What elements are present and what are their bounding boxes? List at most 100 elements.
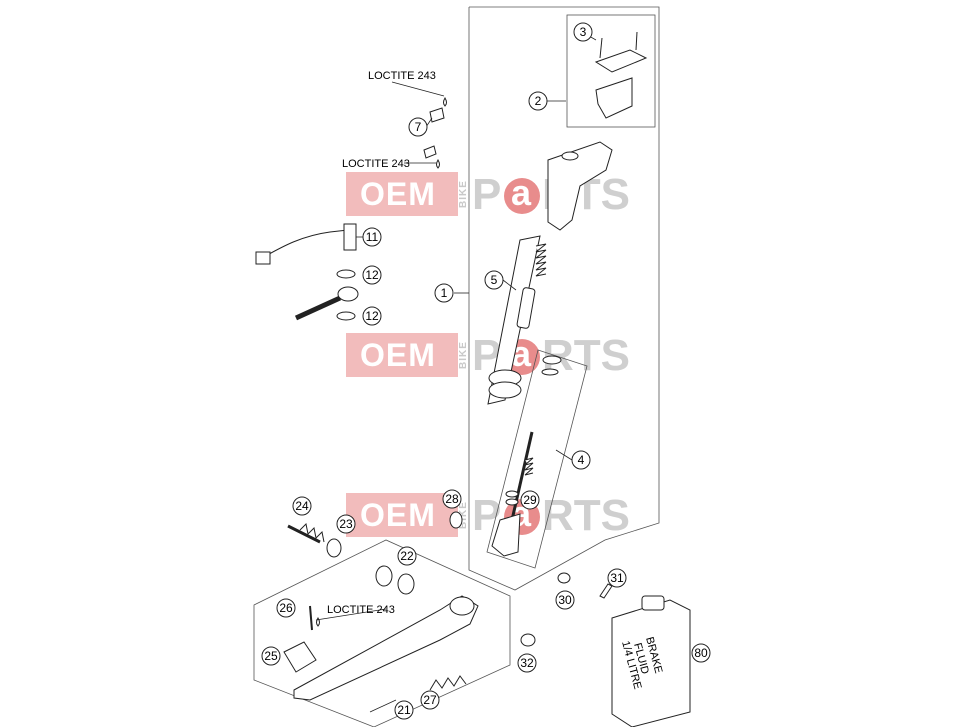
watermark-oem-text: OEM — [360, 176, 436, 212]
callout-markers — [261, 22, 711, 720]
return-spring — [535, 243, 547, 277]
callout-circle — [434, 283, 454, 303]
bottle-cap — [641, 595, 665, 611]
callout-circle — [517, 653, 537, 673]
callout-number: 2 — [535, 94, 542, 108]
seal-cup — [488, 381, 522, 399]
callout-circle — [362, 265, 382, 285]
lock-nut — [505, 490, 519, 498]
watermark-a-circle: a — [504, 172, 540, 214]
leader-line — [502, 279, 517, 291]
watermark-p-text: P — [472, 170, 502, 219]
sealing-washer — [336, 269, 356, 279]
cap-screw — [635, 31, 638, 51]
reservoir-cap-parts — [594, 31, 648, 119]
callout-number: 24 — [295, 499, 309, 513]
callout-circle — [484, 270, 504, 290]
watermark-oem-box: OEM — [346, 172, 458, 216]
leader-line — [391, 81, 445, 97]
master-cylinder-frame — [468, 6, 660, 591]
watermark-oem-box: OEM — [346, 333, 458, 377]
callout-circle — [336, 514, 356, 534]
foot-brake-lever — [293, 595, 479, 701]
callout-circle — [520, 490, 540, 510]
hex-nut — [520, 633, 536, 647]
callout-circle — [408, 117, 428, 137]
pedal-bushing — [397, 573, 415, 595]
watermark-oem-text: OEM — [360, 497, 436, 533]
callout-circle — [528, 91, 548, 111]
cap-diaphragm — [595, 77, 633, 119]
brake-hose — [294, 295, 342, 321]
brake-fluid-bottle — [611, 595, 691, 727]
cap-screw — [599, 37, 603, 59]
lock-nut — [505, 498, 519, 506]
loctite-label: LOCTITE 243 — [327, 604, 395, 616]
callout-number: 32 — [520, 656, 534, 670]
callout-number: 28 — [445, 492, 459, 506]
switch-connector — [255, 251, 271, 265]
callout-circle — [276, 598, 296, 618]
watermark-rts-text: RTS — [542, 491, 630, 540]
banjo-fitting — [337, 286, 359, 302]
callout-circle — [607, 568, 627, 588]
pedal-spring — [299, 522, 325, 543]
callout-number: 27 — [423, 693, 437, 707]
callout-circle — [555, 590, 575, 610]
leader-line — [369, 699, 397, 713]
callout-circle — [420, 690, 440, 710]
clevis-pin — [449, 511, 463, 529]
callout-circle — [571, 450, 591, 470]
callout-circle — [397, 546, 417, 566]
split-pin — [599, 583, 613, 599]
callout-number: 30 — [558, 593, 572, 607]
reservoir-cap — [594, 49, 648, 73]
brake-pedal-parts — [283, 511, 613, 701]
locking-screw — [423, 145, 437, 159]
callout-circle — [691, 643, 711, 663]
sealing-washer — [336, 311, 356, 321]
brake-light-switch-cable — [261, 229, 349, 259]
return-spring-pedal — [429, 675, 467, 691]
callout-circle — [292, 496, 312, 516]
push-rod-spring — [524, 457, 534, 476]
bottle-body — [611, 599, 691, 727]
pedal-washer — [326, 538, 342, 558]
adjust-screw — [309, 605, 313, 631]
callout-number: 1 — [441, 286, 448, 300]
piston — [516, 287, 536, 329]
leader-line — [315, 608, 387, 621]
callout-circle — [573, 22, 593, 42]
watermark-a-text: a — [511, 172, 532, 213]
o-ring — [541, 368, 559, 376]
loctite-label: LOCTITE 243 — [368, 70, 436, 82]
clevis — [491, 513, 521, 557]
assembly-frames — [253, 6, 660, 727]
cylinder-sleeve — [487, 235, 541, 405]
callout-number: 31 — [610, 571, 624, 585]
callout-circle — [394, 700, 414, 720]
callout-number: 3 — [580, 25, 587, 39]
callout-number: 12 — [365, 309, 379, 323]
callout-number: 11 — [366, 230, 379, 244]
watermark-oem-box: OEM — [346, 493, 458, 537]
watermark-logo: OEM BIKE P a RTS — [346, 491, 630, 540]
callout-number: 7 — [415, 120, 422, 134]
callout-number: 29 — [523, 493, 537, 507]
callout-number: 5 — [491, 273, 498, 287]
callout-circle — [362, 306, 382, 326]
callout-number: 26 — [279, 601, 293, 615]
pedal-tip — [283, 641, 317, 673]
leader-line — [555, 449, 573, 461]
callout-number: 4 — [578, 453, 585, 467]
push-rod — [510, 431, 534, 521]
loctite-drop — [436, 159, 440, 169]
master-cylinder-body — [547, 141, 613, 231]
reservoir-cap-frame — [566, 14, 656, 128]
callout-number: 21 — [397, 703, 411, 717]
switch-hose-parts — [255, 97, 447, 321]
o-ring — [542, 355, 562, 365]
pedal-bolt — [287, 524, 321, 544]
callout-number: 23 — [339, 517, 353, 531]
